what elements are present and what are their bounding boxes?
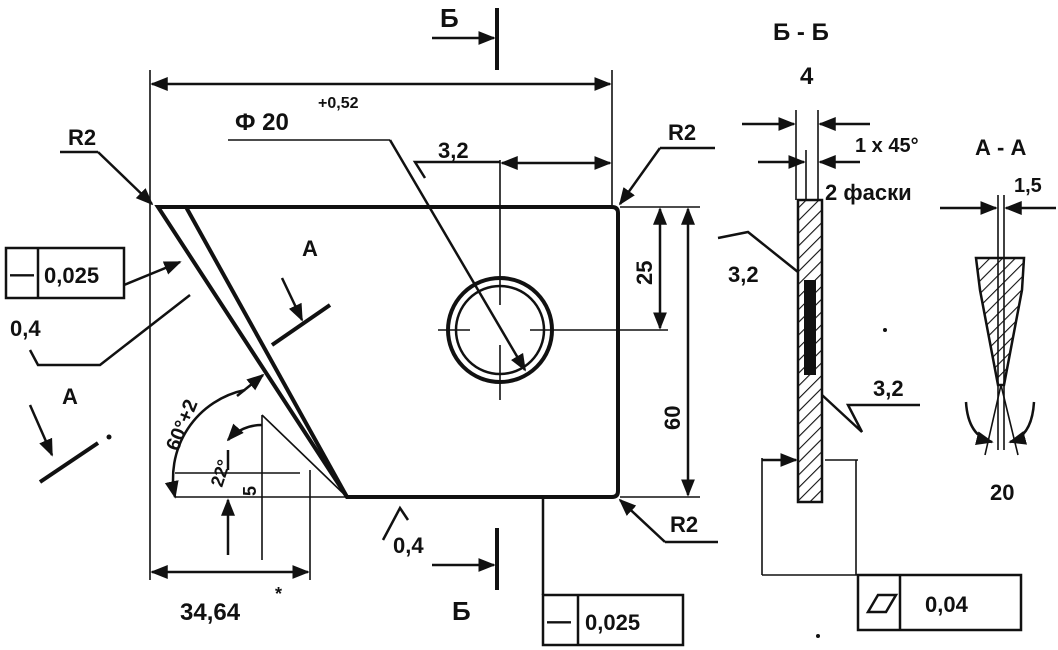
flat-bottom-symbol: — — [547, 608, 571, 635]
dimension-60: 60 — [620, 207, 700, 498]
r2-bottom-right-label: R2 — [670, 512, 698, 537]
roughness-top: 3,2 — [412, 138, 500, 179]
chamfer-label: 1 x 45° — [855, 135, 919, 157]
section-aa-title: А - А — [975, 135, 1026, 160]
dimension-3464-mark: * — [275, 584, 282, 604]
r2-top-right: R2 — [618, 120, 715, 206]
flatness-value: 0,04 — [925, 592, 969, 617]
dimension-25: 25 — [568, 206, 700, 331]
angle-60-label: 60°+2 — [162, 396, 202, 453]
flat-left-symbol: — — [10, 261, 34, 288]
roughness-side1-label: 3,2 — [728, 262, 759, 287]
r2-top-right-label: R2 — [668, 120, 696, 145]
flatness-box-left: — 0,025 — [4, 246, 182, 300]
roughness-left-label: 0,4 — [10, 316, 41, 341]
roughness-top-label: 3,2 — [438, 138, 469, 163]
plate-outline — [154, 205, 620, 499]
flatness-box-right: 0,04 — [816, 573, 1023, 638]
r2-top-left: R2 — [60, 125, 154, 206]
section-bb: Б - Б 4 1 x 45° 2 фаски 3,2 3,2 — [717, 19, 920, 576]
section-a-marker-left: А — [28, 384, 112, 484]
chamfer-count-label: 2 фаски — [825, 180, 912, 205]
angle-22: 22° 5 — [175, 414, 348, 560]
flat-bottom-value: 0,025 — [585, 610, 640, 635]
flatness-icon — [865, 593, 899, 614]
section-a-marker: А — [270, 236, 332, 347]
section-b-marker-bottom: Б — [432, 528, 499, 626]
angle-20-label: 20 — [990, 480, 1014, 505]
section-bb-title: Б - Б — [773, 19, 829, 46]
roughness-bottom: 0,4 — [381, 505, 424, 558]
section-a-label: А — [302, 236, 318, 261]
thickness-label: 4 — [800, 63, 814, 90]
roughness-left: 0,4 — [10, 294, 191, 367]
section-b-bottom-label: Б — [452, 596, 471, 626]
dimension-25-label: 25 — [632, 261, 657, 285]
section-aa: А - А 1,5 20 — [940, 135, 1056, 505]
hole — [438, 160, 568, 400]
section-b-top-label: Б — [440, 3, 459, 33]
roughness-side2-label: 3,2 — [873, 376, 904, 401]
dimension-3464: 34,64 * — [150, 470, 311, 626]
section-b-marker-top: Б — [432, 3, 499, 70]
diameter-label: Ф 20 — [235, 109, 289, 136]
dimension-5-label: 5 — [240, 486, 260, 496]
r2-top-left-label: R2 — [68, 125, 96, 150]
dimension-15-label: 1,5 — [1014, 175, 1042, 197]
dimension-3464-label: 34,64 — [180, 599, 241, 626]
diameter-tolerance: +0,52 — [318, 95, 359, 112]
r2-bottom-right: R2 — [618, 498, 718, 544]
section-a-left-label: А — [62, 384, 78, 409]
roughness-bottom-label: 0,4 — [393, 533, 424, 558]
diameter-callout: Ф 20 +0,52 — [228, 95, 527, 372]
flat-left-value: 0,025 — [44, 263, 99, 288]
flatness-box-bottom: — 0,025 — [541, 497, 685, 647]
dimension-60-label: 60 — [660, 406, 685, 430]
